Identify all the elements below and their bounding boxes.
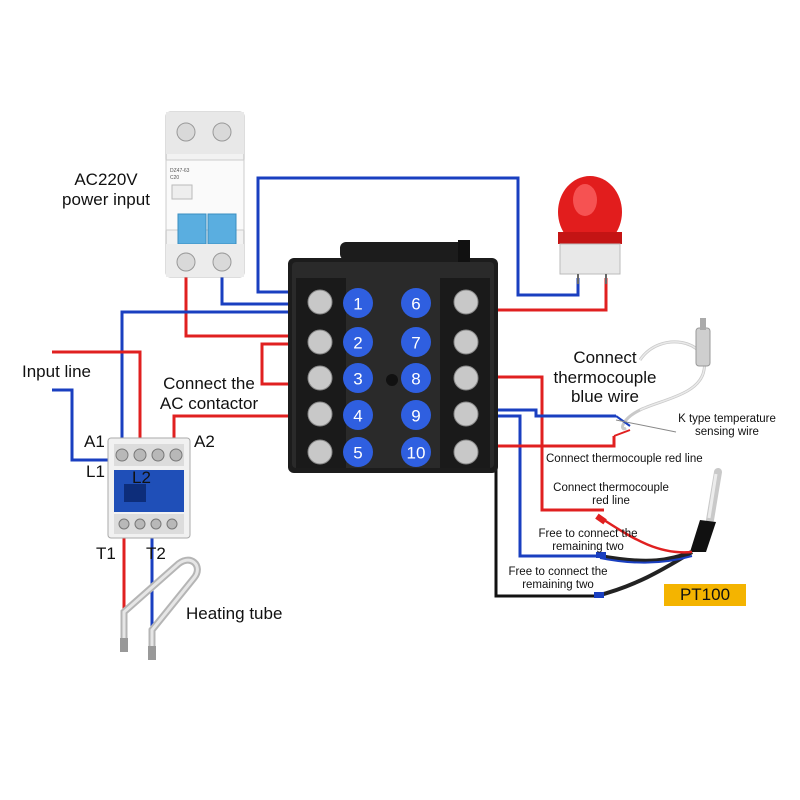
terminal-2: 2 [353, 334, 362, 353]
red-wire-t10 [492, 436, 616, 448]
breaker-model: DZ47-63 [170, 168, 190, 174]
red-wire-t2-t3 [260, 342, 300, 386]
terminal-5: 5 [353, 444, 362, 463]
pt100-badge: PT100 [664, 584, 746, 606]
l2-label: L2 [132, 468, 151, 487]
terminal-badges-right: 6 7 8 9 10 [401, 288, 431, 467]
breaker-rating: C20 [170, 175, 179, 181]
connect-thermocouple-blue-label: Connect thermocouple blue wire [553, 348, 657, 407]
power-input-label: AC220V power input [62, 170, 150, 209]
heating-tube-icon [120, 556, 201, 660]
blue-wire-breaker-t1 [220, 275, 300, 306]
blue-wire-t9-tc [492, 408, 616, 418]
free-connect-label-1: Free to connect the remaining two [538, 528, 638, 554]
terminal-9: 9 [411, 407, 420, 426]
terminal-8: 8 [411, 370, 420, 389]
free-connect-label-2: Free to connect the remaining two [508, 566, 608, 592]
pt100-probe-icon [594, 468, 722, 598]
thermocouple-icon [613, 318, 711, 437]
terminal-4: 4 [353, 407, 362, 426]
red-wire-beacon [492, 278, 608, 312]
t1-label: T1 [96, 544, 116, 563]
blue-wire-t9-pt [492, 414, 600, 558]
left-screw-column [296, 278, 346, 468]
red-wire-t8 [492, 375, 604, 512]
terminal-7: 7 [411, 334, 420, 353]
terminal-10: 10 [407, 444, 426, 463]
l1-label: L1 [86, 462, 105, 481]
warning-beacon-icon [558, 176, 622, 284]
terminal-1: 1 [353, 295, 362, 314]
red-wire-breaker-t2 [184, 275, 300, 338]
connect-ac-contactor-label: Connect the AC contactor [159, 374, 259, 413]
blue-wire-beacon [256, 176, 580, 297]
blue-input-line [52, 388, 118, 462]
terminal-badges-left: 1 2 3 4 5 [343, 288, 373, 467]
heating-tube-label: Heating tube [186, 604, 283, 623]
contactor-icon [107, 437, 191, 539]
terminal-6: 6 [411, 295, 420, 314]
connect-thermocouple-red-label-1: Connect thermocouple red line [546, 453, 703, 465]
blue-wire-t1-l1 [120, 310, 300, 452]
k-type-label: K type temperature sensing wire [678, 413, 776, 439]
a2-label: A2 [194, 432, 215, 451]
a1-label: A1 [84, 432, 105, 451]
temperature-controller: 1 2 3 4 5 6 7 8 9 10 [288, 240, 498, 473]
right-screw-column [440, 278, 490, 468]
terminal-3: 3 [353, 370, 362, 389]
input-line-label: Input line [22, 362, 91, 381]
circuit-breaker-icon: DZ47-63 C20 [165, 111, 245, 278]
red-wire-t4-a2 [172, 414, 300, 442]
red-input-line [52, 350, 142, 452]
connect-thermocouple-red-label-2: Connect thermocouple red line [553, 482, 669, 508]
t2-label: T2 [146, 544, 166, 563]
